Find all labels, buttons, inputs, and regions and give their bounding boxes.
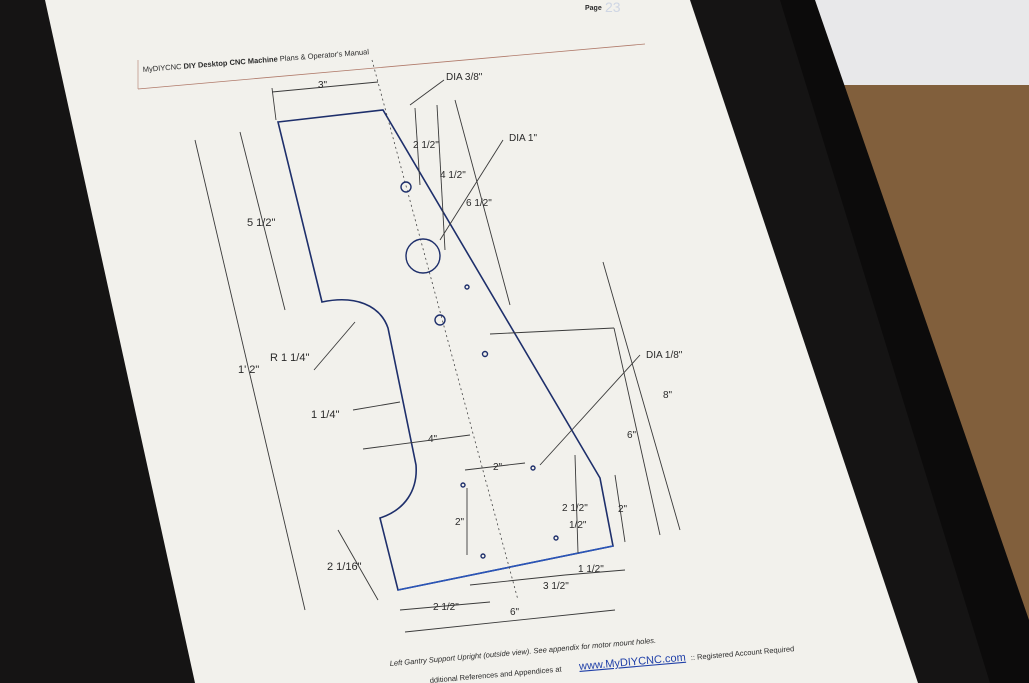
holes bbox=[400, 181, 559, 559]
dim-2-1-2-bottom: 2 1/2" bbox=[433, 602, 459, 613]
hole-motor-2 bbox=[530, 465, 536, 471]
tablet-screen bbox=[45, 0, 918, 683]
tablet-frame-edge bbox=[780, 0, 1029, 683]
dim-2-left: 2" bbox=[455, 517, 465, 528]
dim-6-1-2: 6 1/2" bbox=[466, 198, 492, 209]
dim-2-right: 2" bbox=[618, 504, 628, 515]
part-drawing bbox=[277, 109, 614, 591]
dim-1-1-2: 1 1/2" bbox=[578, 564, 604, 575]
dimension-labels: 3" DIA 3/8" 2 1/2" 4 1/2" DIA 1" 6 1/2" … bbox=[238, 72, 683, 618]
hole-dia-3-8 bbox=[400, 181, 412, 193]
dim-3-1-2: 3 1/2" bbox=[543, 581, 569, 592]
dimension-lines bbox=[194, 79, 681, 633]
dim-6-bottom: 6" bbox=[510, 607, 520, 618]
hole-motor-4 bbox=[553, 535, 559, 541]
dim-2-1-16: 2 1/16" bbox=[327, 561, 362, 573]
label-dia-1-8: DIA 1/8" bbox=[646, 350, 683, 361]
centerline bbox=[371, 59, 519, 601]
hole-small-c bbox=[481, 350, 489, 358]
dim-4-1-2: 4 1/2" bbox=[440, 170, 466, 181]
dim-2-top: 2" bbox=[493, 462, 503, 473]
dim-1-2: 1/2" bbox=[569, 520, 587, 531]
dim-4: 4" bbox=[428, 434, 438, 445]
dim-1-2-total: 1' 2" bbox=[238, 364, 259, 376]
part-bottom-edge bbox=[397, 545, 614, 591]
dim-8: 8" bbox=[663, 390, 673, 401]
dim-6-right: 6" bbox=[627, 430, 637, 441]
dim-top-width: 3" bbox=[318, 80, 328, 91]
label-dia-1: DIA 1" bbox=[509, 133, 537, 144]
hole-motor-1 bbox=[460, 482, 466, 488]
dim-1-1-4: 1 1/4" bbox=[311, 409, 339, 421]
dim-2-1-2-top: 2 1/2" bbox=[413, 140, 439, 151]
page-label: Page bbox=[585, 5, 602, 12]
hole-small-b bbox=[464, 284, 470, 290]
hole-small-a bbox=[434, 314, 446, 326]
part-outline bbox=[277, 109, 614, 591]
header-rule bbox=[137, 43, 646, 90]
dim-5-1-2: 5 1/2" bbox=[247, 217, 275, 229]
label-radius: R 1 1/4" bbox=[270, 352, 309, 364]
dim-2-1-2-right: 2 1/2" bbox=[562, 503, 588, 514]
page-number: 23 bbox=[605, 0, 621, 15]
hole-motor-3 bbox=[480, 553, 486, 559]
hole-dia-1 bbox=[405, 238, 441, 274]
label-dia-3-8: DIA 3/8" bbox=[446, 72, 483, 83]
